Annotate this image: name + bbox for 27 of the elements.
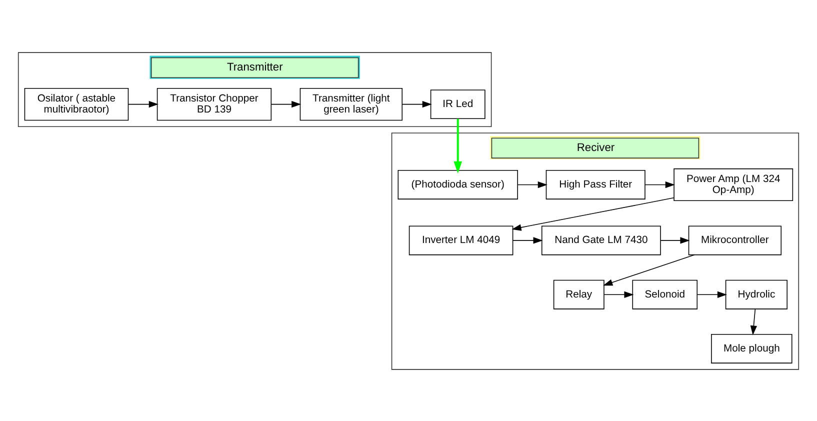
arrow [660, 236, 690, 244]
node-box: Osilator ( astable multivibraotor) [24, 87, 129, 120]
node-box: Mikrocontroller [688, 225, 782, 255]
arrow [402, 100, 432, 108]
arrow [697, 290, 727, 298]
node-box: Selonoid [632, 279, 698, 309]
arrow [603, 254, 695, 286]
node-box: (Photodioda sensor) [398, 170, 518, 199]
node-box: Relay [553, 279, 604, 309]
node-box: High Pass Filter [546, 170, 646, 199]
arrow [750, 308, 758, 335]
node-box: IR Led [430, 89, 486, 119]
arrow [512, 236, 543, 244]
arrow [604, 290, 634, 298]
arrow [128, 100, 158, 108]
arrow [454, 118, 462, 173]
arrow [644, 180, 675, 188]
node-box: Mole plough [711, 334, 792, 363]
arrow [512, 196, 674, 230]
node-box: Inverter LM 4049 [408, 225, 514, 255]
arrow [270, 100, 302, 108]
node-box: Hydrolic [725, 279, 788, 309]
arrow [517, 180, 548, 188]
node-box: Nand Gate LM 7430 [541, 225, 661, 255]
node-box: Transmitter (light green laser) [300, 87, 403, 120]
node-box: Transistor Chopper BD 139 [156, 87, 272, 120]
node-box: Power Amp (LM 324 Op-Amp) [674, 168, 794, 201]
